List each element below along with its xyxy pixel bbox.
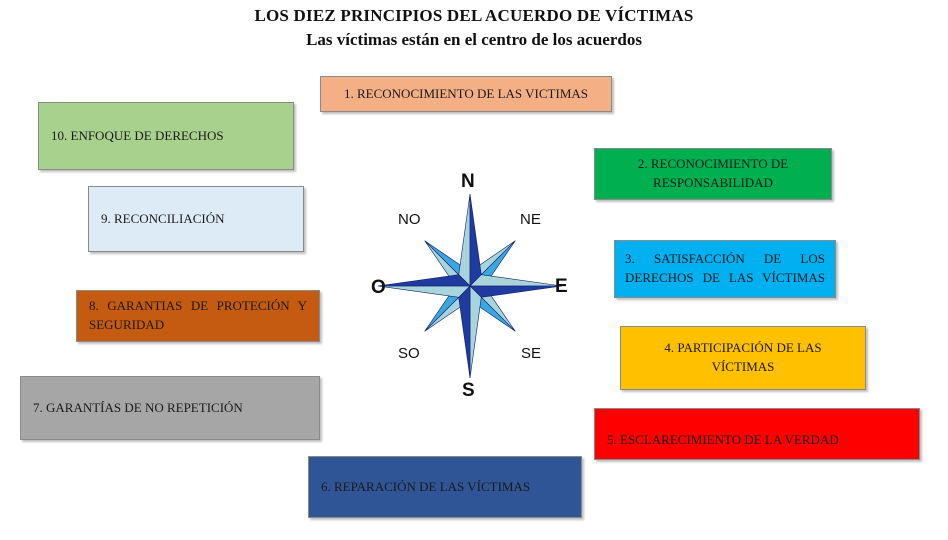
principle-9-label: 9. RECONCILIACIÓN <box>101 210 225 226</box>
principle-7-label: 7. GARANTÍAS DE NO REPETICIÓN <box>33 399 243 415</box>
compass-northwest-label: NO <box>398 211 421 228</box>
principle-1-box: 1. RECONOCIMIENTO DE LAS VICTIMAS <box>320 76 612 112</box>
compass-point-w-right <box>377 274 471 287</box>
principle-3-box: 3. SATISFACCIÓN DE LOS DERECHOS DE LAS V… <box>614 240 836 298</box>
compass-southeast-label: SE <box>521 345 542 362</box>
principle-7-box: 7. GARANTÍAS DE NO REPETICIÓN <box>20 376 320 440</box>
compass-point-nw-right <box>424 240 479 287</box>
principle-5-label: 5. ESCLARECIMIENTO DE LA VERDAD <box>607 431 839 447</box>
compass-point-e-right <box>469 285 563 298</box>
compass-point-nw-left <box>424 240 471 295</box>
principle-6-box: 6. REPARACIÓN DE LAS VÍCTIMAS <box>308 456 582 518</box>
compass-point-n-right <box>469 193 482 287</box>
compass-point-sw-right <box>424 277 471 332</box>
compass-west-label: O <box>371 277 386 298</box>
compass-south-label: S <box>462 380 475 401</box>
compass-point-se-left <box>469 277 516 332</box>
principle-9-box: 9. RECONCILIACIÓN <box>88 186 304 252</box>
principle-4-box: 4. PARTICIPACIÓN DE LAS VÍCTIMAS <box>620 326 866 390</box>
compass-point-ne-left <box>461 240 516 287</box>
diagram-subtitle: Las víctimas están en el centro de los a… <box>306 30 642 49</box>
principle-2-box: 2. RECONOCIMIENTO DE RESPONSABILIDAD <box>594 148 832 200</box>
principle-1-label: 1. RECONOCIMIENTO DE LAS VICTIMAS <box>344 85 588 101</box>
compass-point-ne-right <box>469 240 516 295</box>
compass-point-s-left <box>469 285 482 379</box>
principle-8-box: 8. GARANTIAS DE PROTECIÓN Y SEGURIDAD <box>76 290 320 342</box>
principle-10-box: 10. ENFOQUE DE DERECHOS <box>38 102 294 170</box>
principle-8-label: 8. GARANTIAS DE PROTECIÓN Y SEGURIDAD <box>89 298 307 332</box>
principle-3-label: 3. SATISFACCIÓN DE LOS DERECHOS DE LAS V… <box>625 251 825 285</box>
principle-4-label: 4. PARTICIPACIÓN DE LAS VÍCTIMAS <box>664 340 822 374</box>
principle-6-label: 6. REPARACIÓN DE LAS VÍCTIMAS <box>321 478 531 494</box>
compass-point-e-left <box>469 274 563 287</box>
principle-10-label: 10. ENFOQUE DE DERECHOS <box>51 127 224 143</box>
compass-point-se-right <box>461 285 516 332</box>
compass-northeast-label: NE <box>520 211 541 228</box>
compass-east-label: E <box>555 276 568 297</box>
compass-point-w-left <box>377 285 471 298</box>
compass-point-s-right <box>458 285 471 379</box>
principle-2-label: 2. RECONOCIMIENTO DE RESPONSABILIDAD <box>637 156 789 190</box>
principle-5-box: 5. ESCLARECIMIENTO DE LA VERDAD <box>594 408 920 460</box>
compass-southwest-label: SO <box>398 345 420 362</box>
compass-point-n-left <box>458 193 471 287</box>
compass-north-label: N <box>461 171 475 192</box>
diagram-title: LOS DIEZ PRINCIPIOS DEL ACUERDO DE VÍCTI… <box>254 6 694 25</box>
compass-point-sw-left <box>424 285 479 332</box>
